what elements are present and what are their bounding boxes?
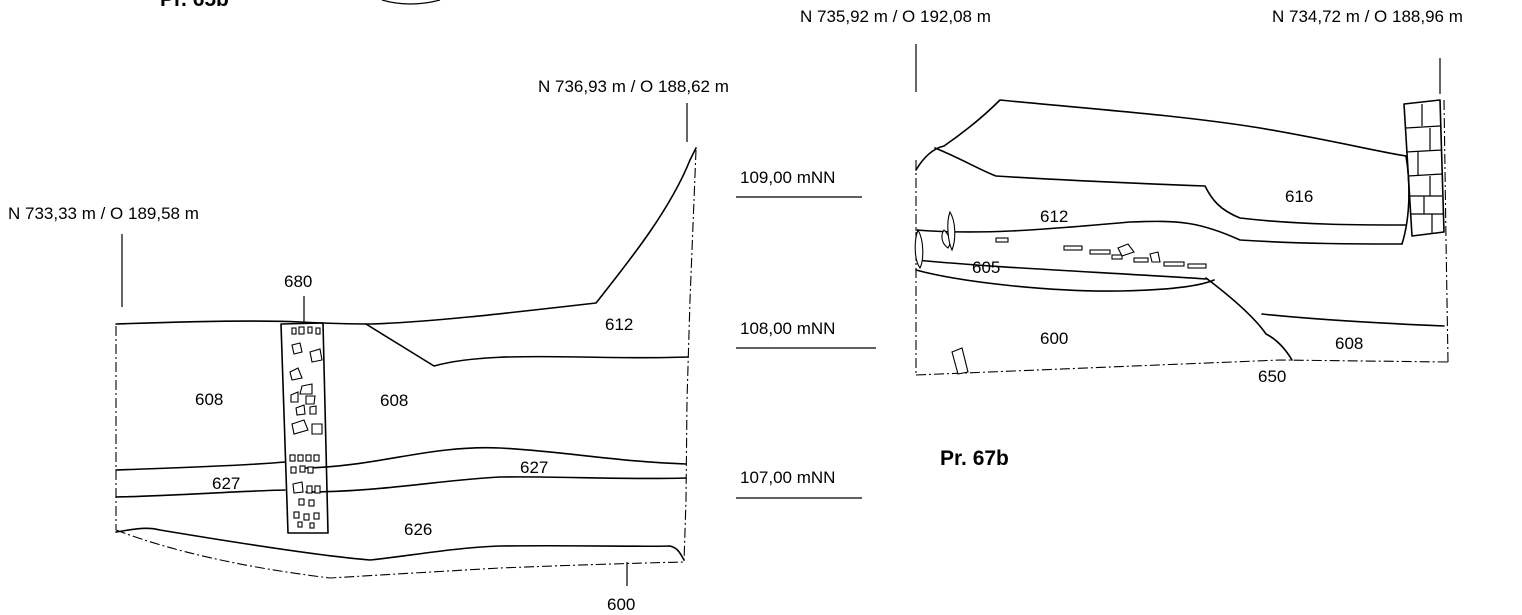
profile-base-line xyxy=(115,529,685,579)
layer-label-616: 616 xyxy=(1285,187,1313,206)
boundary-612-608 xyxy=(365,323,689,367)
profile-title: Pr. 65b xyxy=(160,0,229,11)
profile-edge-right xyxy=(683,149,697,563)
boundary-612-lower xyxy=(915,220,1403,245)
coordinate-label-left: N 735,92 m / O 192,08 m xyxy=(800,7,991,26)
coordinate-label-left: N 733,33 m / O 189,58 m xyxy=(8,204,199,223)
layer-label-627: 627 xyxy=(520,458,548,477)
boundary-626-600 xyxy=(115,527,685,561)
profile-title: Pr. 67b xyxy=(940,447,1009,470)
boundary-608-627 xyxy=(115,446,687,471)
finds-scatter xyxy=(914,210,1207,375)
boundary-605-bottom xyxy=(915,269,1215,292)
boundary-600-608 xyxy=(1261,313,1445,327)
feature-680 xyxy=(280,296,329,534)
layer-label-600: 600 xyxy=(607,595,635,614)
surface-line xyxy=(915,99,1407,171)
coordinate-label-right: N 734,72 m / O 188,96 m xyxy=(1272,7,1463,26)
layer-label-612: 612 xyxy=(1040,207,1068,226)
stone-wall xyxy=(1403,99,1445,237)
layer-label-600: 600 xyxy=(1040,329,1068,348)
layer-label-626: 626 xyxy=(404,520,432,539)
profile-65b: Pr. 65b N 733,33 m / O 189,58 m N 736,93… xyxy=(8,0,729,614)
elevation-label: 107,00 mNN xyxy=(740,468,835,487)
elevation-label: 108,00 mNN xyxy=(740,319,835,338)
wall-outline xyxy=(1403,99,1445,237)
layer-label-680: 680 xyxy=(284,272,312,291)
layer-label-608: 608 xyxy=(1335,334,1363,353)
elevation-scale: 109,00 mNN 108,00 mNN 107,00 mNN xyxy=(736,168,876,499)
cut-off-fragment xyxy=(381,0,441,5)
surface-line xyxy=(115,147,697,325)
elevation-label: 109,00 mNN xyxy=(740,168,835,187)
layer-label-608: 608 xyxy=(380,391,408,410)
profile-base-line xyxy=(915,359,1449,376)
profile-67b: Pr. 67b N 735,92 m / O 192,08 m N 734,72… xyxy=(800,7,1463,470)
layer-label-605: 605 xyxy=(972,258,1000,277)
layer-label-612: 612 xyxy=(605,315,633,334)
boundary-627-626 xyxy=(115,476,687,498)
coordinate-label-right: N 736,93 m / O 188,62 m xyxy=(538,77,729,96)
layer-label-608: 608 xyxy=(195,390,223,409)
feature-680-outline xyxy=(280,322,329,534)
profile-edge-right xyxy=(1443,99,1449,363)
boundary-612-616 xyxy=(934,147,1407,226)
layer-label-627: 627 xyxy=(212,474,240,493)
boundary-605-top xyxy=(915,259,1207,280)
layer-label-650: 650 xyxy=(1258,367,1286,386)
boundary-650 xyxy=(1205,277,1293,361)
